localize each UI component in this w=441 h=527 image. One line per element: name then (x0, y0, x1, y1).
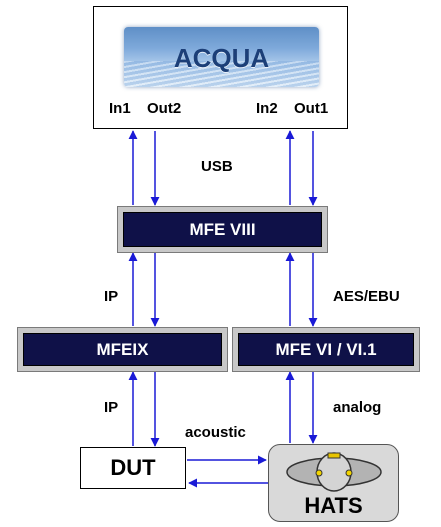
mfe-viii-node: MFE VIII (117, 206, 328, 253)
logo-wave-pattern (124, 61, 319, 87)
acqua-logo-text: ACQUA (173, 43, 270, 73)
hats-label: HATS (304, 493, 363, 518)
ip-lower-link-label: IP (104, 399, 119, 416)
acoustic-link-label: acoustic (185, 424, 246, 441)
usb-link-label: USB (201, 158, 233, 175)
analog-link-label: analog (333, 399, 382, 416)
acqua-logo: ACQUA (124, 27, 319, 87)
port-out1-label: Out1 (294, 100, 329, 117)
acqua-box: ACQUA (93, 6, 348, 129)
mfe-ix-node: MFEIX (17, 327, 228, 372)
mfe-viii-label: MFE VIII (123, 212, 322, 247)
ip-upper-link-label: IP (104, 288, 119, 305)
mfe-vi-node: MFE VI / VI.1 (232, 327, 420, 372)
port-out2-label: Out2 (147, 100, 182, 117)
aes-ebu-link-label: AES/EBU (333, 288, 400, 305)
dut-node: DUT (80, 447, 186, 489)
port-in1-label: In1 (109, 100, 131, 117)
mfe-ix-label: MFEIX (23, 333, 222, 366)
mfe-vi-label: MFE VI / VI.1 (238, 333, 414, 366)
hats-node: HATS (268, 444, 399, 522)
head-icon (286, 452, 382, 492)
port-in2-label: In2 (256, 100, 278, 117)
